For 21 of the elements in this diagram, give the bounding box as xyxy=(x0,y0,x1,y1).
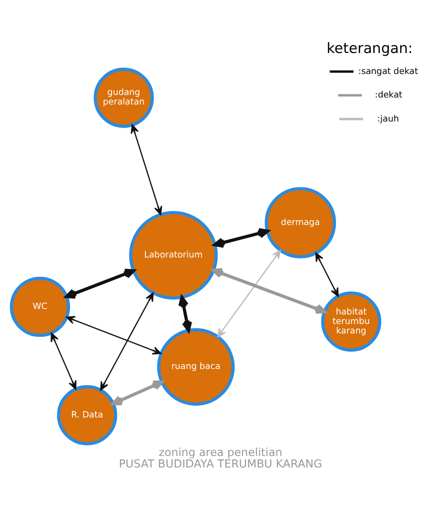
arrow xyxy=(315,252,339,296)
arrow xyxy=(213,228,270,248)
caption: PUSAT BUDIDAYA TERUMBU KARANG xyxy=(118,457,322,470)
node-circle: WC xyxy=(10,276,70,336)
node-circle: Laboratorium xyxy=(129,210,218,300)
node-circle: dermaga xyxy=(264,186,336,258)
diagram-title: zoning area penelitian xyxy=(158,445,282,458)
legend-label: :sangat dekat xyxy=(358,66,418,76)
arrow xyxy=(50,332,76,390)
arrow xyxy=(178,295,192,332)
arrow xyxy=(217,249,281,337)
legend-label: :dekat xyxy=(374,90,402,100)
arrow xyxy=(111,380,164,405)
arrow xyxy=(100,292,154,390)
node-circle: R. Data xyxy=(57,384,118,445)
arrow xyxy=(130,124,162,215)
node-circle: habitat terumbu karang xyxy=(321,291,382,352)
label: keterangan: xyxy=(326,40,413,56)
arrow xyxy=(66,316,162,354)
node-circle: gudang peralatan xyxy=(94,67,154,128)
legend-label: :jauh xyxy=(377,114,399,124)
